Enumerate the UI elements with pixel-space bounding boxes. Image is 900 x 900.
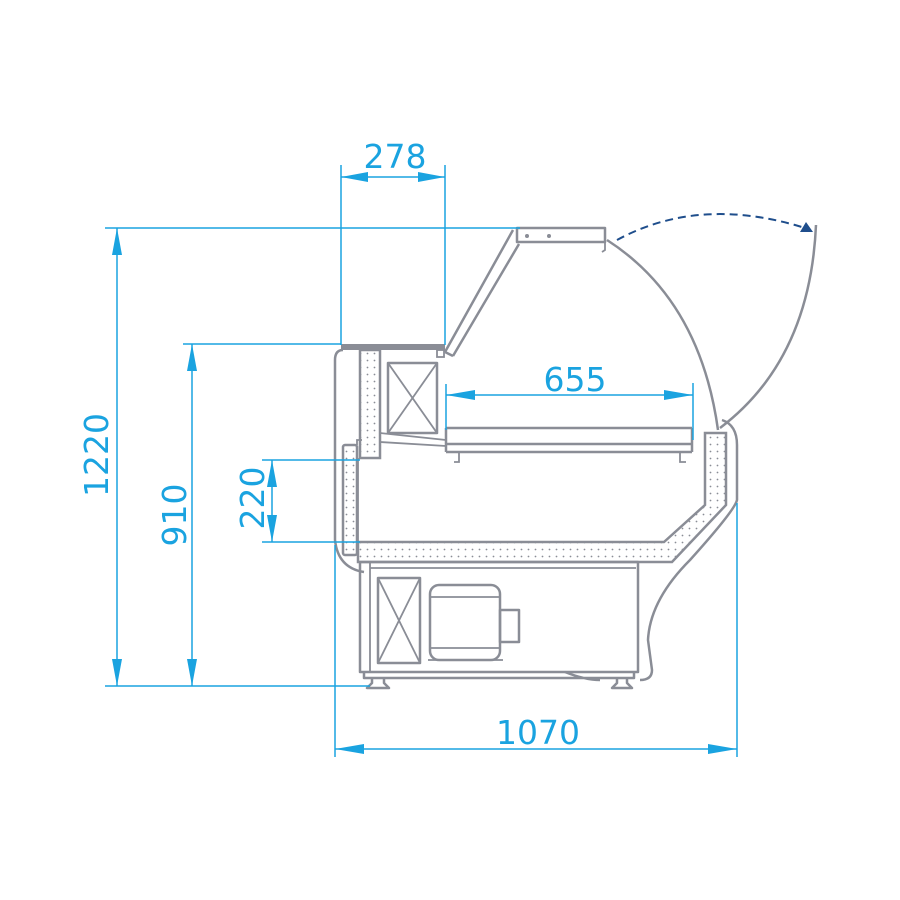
door-swing-arrow [800,222,813,232]
front-outer-wall [639,418,739,682]
rear-outer-wall [333,348,365,574]
electrical-box [376,576,422,665]
rear-insulation [358,348,382,460]
lower-compartment [358,560,640,674]
dimension-label-278: 278 [364,137,427,176]
base [362,670,636,682]
evaporator-x [387,362,438,434]
dimension-label-1070: 1070 [496,713,580,752]
foot-left [365,678,391,690]
door-swing-arc [616,213,806,241]
front-glass-closed [606,238,720,431]
display-shelf [444,426,694,454]
dimension-220: 220 [233,459,360,543]
dimension-label-655: 655 [544,360,607,399]
counter-top [341,344,445,350]
dimension-label-220: 220 [233,467,272,530]
dimension-1070: 1070 [334,503,738,757]
foot-right [610,678,634,690]
dimension-label-1220: 1220 [77,413,116,497]
canopy [515,226,607,244]
dimension-label-910: 910 [155,484,194,547]
display-cabinet [333,213,818,690]
dimension-1220: 1220 [77,227,520,687]
dimension-278: 278 [340,137,446,345]
lower-rear-insulation [341,443,359,557]
dimension-655: 655 [445,360,694,440]
dimension-910: 910 [155,343,341,686]
evaporator-box [386,361,439,435]
front-glass-open [719,224,818,429]
rear-glass [443,229,521,358]
